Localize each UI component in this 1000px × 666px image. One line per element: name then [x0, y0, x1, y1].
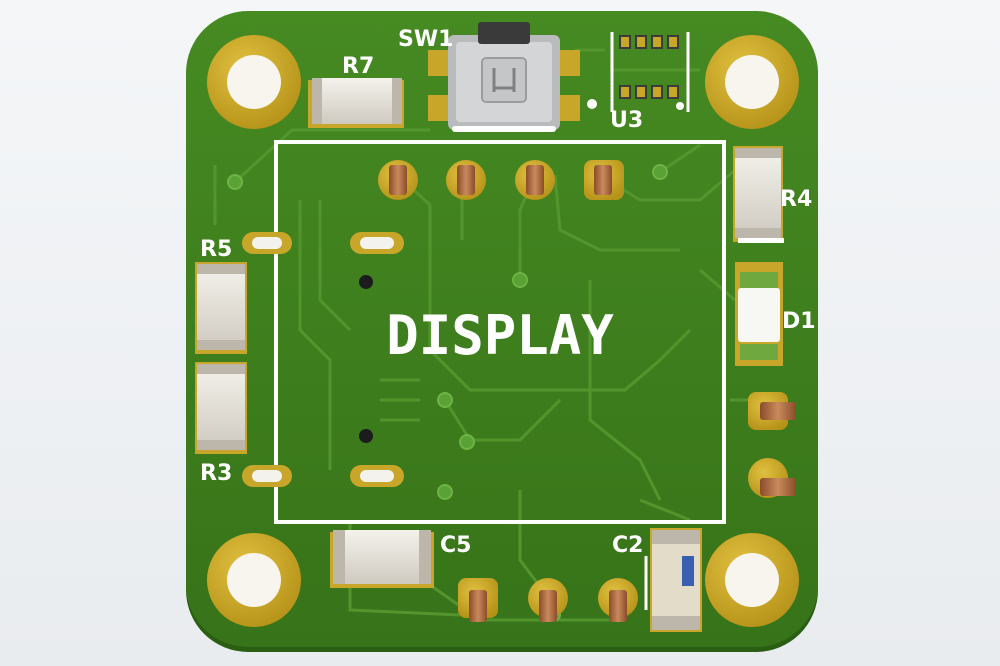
mounting-hole-top-right — [705, 35, 799, 129]
c2-capacitor — [644, 528, 702, 632]
display-outline — [274, 140, 726, 524]
designator-r3: R3 — [200, 461, 232, 486]
holes-small — [359, 275, 373, 443]
designator-r5: R5 — [200, 237, 232, 262]
slot-pads — [242, 232, 404, 487]
r3-resistor — [195, 362, 247, 454]
r5-resistor — [195, 262, 247, 354]
designator-sw1: SW1 — [398, 27, 453, 52]
designator-u3: U3 — [610, 108, 643, 133]
pin — [446, 160, 486, 200]
mounting-hole-top-left — [207, 35, 301, 129]
pin — [378, 160, 418, 200]
r7-resistor — [308, 78, 404, 128]
designator-r7: R7 — [342, 54, 374, 79]
vias — [227, 164, 668, 621]
header-pins-right — [748, 392, 796, 498]
u3-chip — [587, 32, 690, 112]
sw1-switch — [428, 22, 580, 132]
designator-c5: C5 — [440, 533, 471, 558]
header-pins-bottom — [458, 578, 638, 622]
pin — [515, 160, 555, 200]
designator-r4: R4 — [780, 187, 812, 212]
display-label: DISPLAY — [386, 304, 614, 367]
mounting-hole-bottom-left — [207, 533, 301, 627]
designator-c2: C2 — [612, 533, 643, 558]
mounting-hole-bottom-right — [705, 533, 799, 627]
d1-led — [735, 238, 784, 366]
c5-capacitor — [330, 530, 434, 588]
r4-resistor — [733, 146, 783, 242]
header-pins-top — [378, 160, 624, 200]
designator-d1: D1 — [782, 309, 816, 334]
copper-traces — [213, 48, 760, 622]
